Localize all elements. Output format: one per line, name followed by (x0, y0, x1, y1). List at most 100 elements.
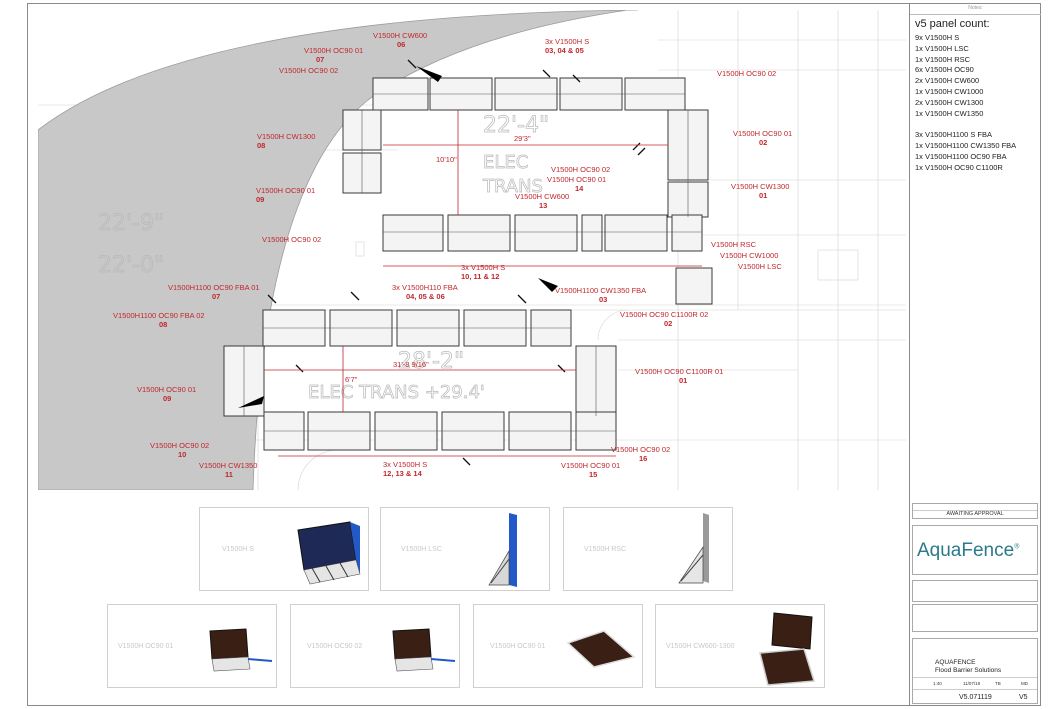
label-num: 11 (225, 470, 233, 479)
background-text: 22'-9" 22'-0" 22'-4" ELEC TRANS 28'-2" E… (98, 113, 550, 404)
label-num: 08 (257, 141, 266, 150)
label-cw1000: V1500H CW1000 (720, 251, 778, 260)
thumbnail-v1500h-lsc: V1500H LSC (380, 507, 550, 591)
bg-trans-upper: TRANS (482, 176, 543, 197)
label-text: V1500H CW1350 (199, 461, 258, 470)
label-num: 15 (589, 470, 598, 479)
thumbnail-oc90-02: V1500H OC90 02 (290, 604, 460, 688)
label-text: V1500H OC90 C1100R 02 (620, 310, 709, 319)
label-num: 16 (639, 454, 648, 463)
label-text: V1500H OC90 02 (717, 69, 777, 78)
panel-lsc-illustration (488, 513, 517, 587)
label-text: V1500H OC90 01 (733, 129, 793, 138)
row-value-date: 11/07/19 (963, 681, 981, 686)
panel-count-title: v5 panel count: (915, 18, 990, 30)
blank-box-2 (912, 604, 1038, 632)
label-num: 01 (679, 376, 688, 385)
lower-enclosure (223, 309, 617, 451)
dim-upper-height: 10'10" (436, 155, 457, 164)
label-text: V1500H1100 CW1350 FBA (555, 286, 647, 295)
thumbnail-v1500h-s: V1500H S (199, 507, 369, 591)
label-num: 12, 13 & 14 (383, 469, 422, 478)
label-text: V1500H OC90 02 (611, 445, 671, 454)
panel-count-item: 1x V1500H1100 OC90 FBA (915, 151, 1007, 161)
panel-corner-illustration (566, 630, 636, 668)
brand-box: AquaFence® (912, 525, 1038, 575)
label-num: 06 (397, 40, 406, 49)
row-value-scale: 1:40 (933, 681, 942, 686)
client-sub: Flood Barrier Solutions (935, 667, 1002, 674)
panel-count-item: 1x V1500H RSC (915, 54, 971, 64)
label-oc90-02-left: V1500H OC90 02 (262, 235, 321, 244)
revision: V5 (1019, 694, 1028, 701)
row-value-checked: MD (1021, 681, 1028, 686)
site-plan-drawing: 22'-9" 22'-0" 22'-4" ELEC TRANS 28'-2" E… (37, 9, 906, 491)
label-text: V1500H OC90 01 (137, 385, 197, 394)
label-num: 10, 11 & 12 (461, 272, 500, 281)
curb-terrain (37, 9, 639, 491)
label-text: V1500H OC90 02 (551, 165, 611, 174)
panel-cw-illustration (759, 612, 815, 686)
drawing-number: V5.071119 (959, 694, 992, 701)
label-text: V1500H OC90 01 (304, 46, 364, 55)
panel-count-item: 1x V1500H CW1000 (915, 86, 984, 96)
panel-count-item: 1x V1500H1100 CW1350 FBA (915, 140, 1017, 150)
label-text: 3x V1500H110 FBA (392, 283, 458, 292)
panel-count-item: 1x V1500H CW1350 (915, 108, 984, 118)
label-text: V1500H CW1300 (257, 132, 316, 141)
label-num: 07 (316, 55, 325, 64)
thumbnail-label: V1500H S (222, 546, 254, 553)
panel-count-item: 2x V1500H CW600 (915, 76, 980, 86)
thumbnail-label: V1500H LSC (401, 546, 442, 553)
label-oc90-02-mid: V1500H OC90 02 (551, 165, 610, 174)
label-text: V1500H OC90 01 (547, 175, 607, 184)
panel-braces (243, 93, 702, 432)
label-num: 02 (759, 138, 768, 147)
wedge-markers (238, 66, 558, 408)
thumbnail-label: V1500H OC90 02 (307, 643, 363, 650)
label-text: V1500H OC90 02 (150, 441, 210, 450)
panel-count-item: 9x V1500H S (915, 33, 960, 42)
thumbnail-cw600-1300: V1500H CW600-1300 (655, 604, 825, 688)
dimension-lines (264, 110, 702, 457)
thumbnail-label: V1500H CW600-1300 (666, 643, 735, 650)
label-oc90-02-right: V1500H OC90 02 (717, 69, 776, 78)
client-box: AQUAFENCE Flood Barrier Solutions 1:40 1… (912, 638, 1038, 704)
panel-rsc-illustration (678, 513, 709, 584)
label-num: 04, 05 & 06 (406, 292, 445, 301)
row-value-drawn: TB (995, 681, 1001, 686)
thumbnail-v1500h-rsc: V1500H RSC (563, 507, 733, 591)
bg-dim-left-2: 22'-0" (98, 253, 164, 278)
title-block: Notes: v5 panel count: 9x V1500H S 1x V1… (909, 3, 1041, 706)
panel-count-item: 1x V1500H LSC (915, 43, 969, 53)
dim-upper-width: 29'3" (514, 134, 531, 143)
panel-count-item: 3x V1500H1100 S FBA (915, 130, 992, 140)
status-row-lines (913, 504, 1037, 511)
site-plan-svg: 22'-9" 22'-0" 22'-4" ELEC TRANS 28'-2" E… (37, 9, 906, 491)
direction-marks (267, 59, 646, 466)
label-text: V1500H OC90 01 (256, 186, 316, 195)
bg-dim-left-1: 22'-9" (98, 211, 164, 236)
label-text: 3x V1500H S (383, 460, 428, 469)
thumbnail-label: V1500H RSC (584, 546, 627, 553)
bg-elec-lower: ELEC TRANS +29.4' (308, 382, 485, 403)
label-num: 09 (163, 394, 172, 403)
label-text: V1500H CW1000 (720, 251, 779, 260)
label-text: V1500H OC90 02 (262, 235, 322, 244)
label-text: V1500H LSC (738, 262, 782, 271)
dim-lower-height: 6'7" (345, 375, 358, 384)
label-num: 09 (256, 195, 265, 204)
brand-mark: ® (1014, 543, 1020, 551)
label-num: 02 (664, 319, 673, 328)
